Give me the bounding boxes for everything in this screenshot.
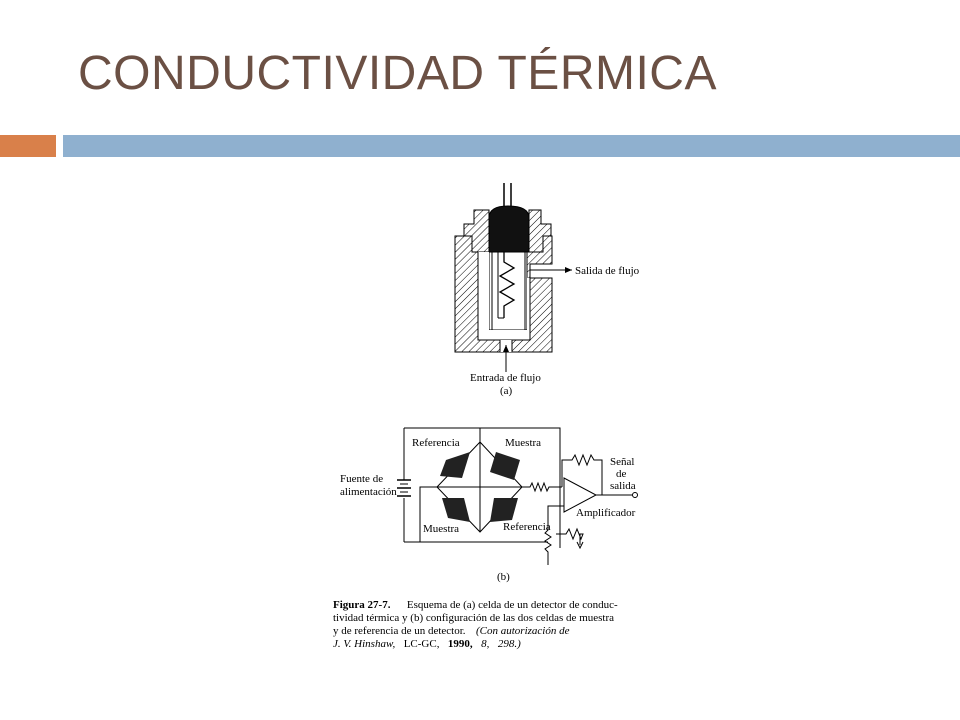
- panel-a-label: (a): [500, 385, 513, 397]
- amplifier-label: Amplificador: [576, 507, 636, 519]
- detector-elements: [440, 452, 520, 522]
- signal-label-line3: salida: [610, 480, 636, 492]
- signal-label-line1: Señal: [610, 456, 634, 468]
- caption-line2: tividad térmica y (b) configuración de l…: [333, 612, 614, 624]
- caption-line1: Figura 27-7. Esquema de (a) celda de un …: [333, 595, 618, 612]
- caption-source: LC-GC,: [404, 638, 440, 650]
- caption-line4: J. V. Hinshaw, LC-GC, 1990, 8, 298.): [333, 634, 521, 651]
- panel-b-label: (b): [497, 571, 510, 583]
- caption-fig-number: Figura 27-7.: [333, 599, 391, 611]
- sample-bottom-label: Muestra: [423, 523, 459, 535]
- reference-top-label: Referencia: [412, 437, 460, 449]
- power-label-line1: Fuente de: [340, 473, 383, 485]
- accent-bar-blue: [63, 135, 960, 157]
- reference-bottom-label: Referencia: [503, 521, 551, 533]
- slide-title: CONDUCTIVIDAD TÉRMICA: [78, 47, 717, 100]
- caption-line3-text: y de referencia de un detector.: [333, 625, 466, 637]
- caption-page: 298.): [498, 638, 521, 650]
- caption-line3-italic: (Con autorización de: [476, 625, 570, 637]
- caption-year: 1990,: [448, 638, 473, 650]
- power-label-line2: alimentación: [340, 486, 397, 498]
- caption-line3: y de referencia de un detector. (Con aut…: [333, 621, 570, 638]
- signal-label-line2: de: [616, 468, 627, 480]
- accent-bar-orange: [0, 135, 56, 157]
- outlet-label: Salida de flujo: [575, 265, 640, 277]
- caption-author: J. V. Hinshaw,: [333, 638, 395, 650]
- caption-line1-text: Esquema de (a) celda de un detector de c…: [407, 599, 618, 611]
- sample-top-label: Muestra: [505, 437, 541, 449]
- cell-diagram: [454, 183, 572, 372]
- caption-volume: 8,: [481, 638, 490, 650]
- inlet-label: Entrada de flujo: [470, 372, 541, 384]
